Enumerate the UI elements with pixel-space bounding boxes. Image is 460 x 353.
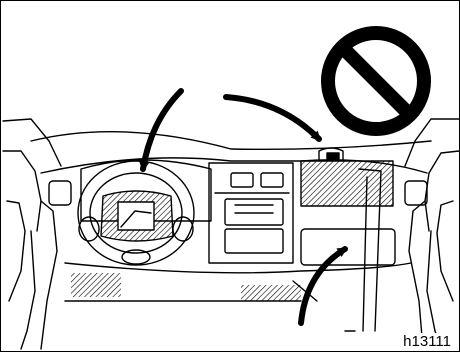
figure-code: h13111 <box>401 333 453 350</box>
passenger-airbag-door <box>301 148 393 206</box>
left-side-vent <box>49 181 71 205</box>
glove-box <box>301 229 395 265</box>
right-pillar <box>405 119 459 349</box>
prohibition-sign-icon <box>328 33 424 129</box>
left-pillar <box>3 119 61 349</box>
floor-area <box>65 263 411 301</box>
driver-airbag-pad <box>101 191 173 241</box>
center-console <box>209 163 293 263</box>
arrow-to-glove-area <box>301 249 345 323</box>
arrow-to-passenger-dash <box>226 97 319 139</box>
